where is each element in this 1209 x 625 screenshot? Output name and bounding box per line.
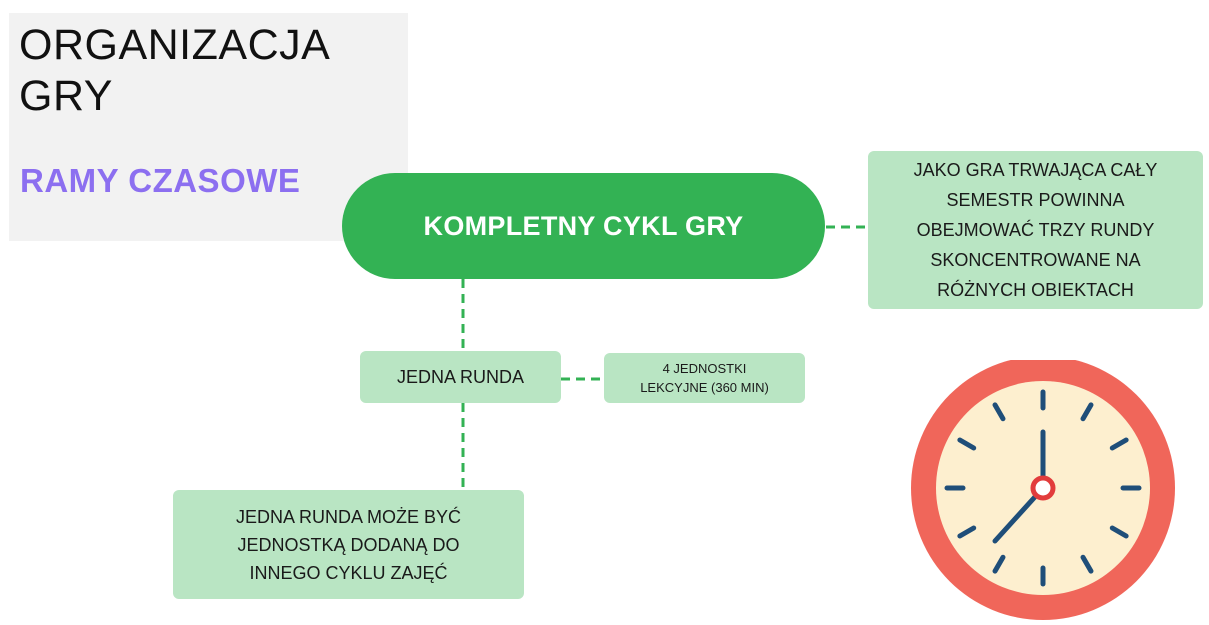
clock-center (1030, 475, 1056, 501)
clock-tick (1080, 402, 1094, 422)
clock-tick (1080, 554, 1094, 574)
page-subtitle: RAMY CZASOWE (20, 162, 301, 199)
note-line: RÓŻNYCH OBIEKTACH (937, 280, 1134, 300)
clock-tick (957, 437, 977, 451)
clock-tick (992, 402, 1006, 422)
clock-icon (911, 360, 1175, 620)
clock-tick (1109, 525, 1129, 539)
units-line: LEKCYJNE (360 MIN) (640, 380, 769, 395)
title-line-1: ORGANIZACJA (19, 21, 331, 69)
clock-ticks (944, 389, 1142, 587)
semester-note-box: JAKO GRA TRWAJĄCA CAŁY SEMESTR POWINNA O… (868, 151, 1203, 309)
clock-tick (957, 525, 977, 539)
note-line: OBEJMOWAĆ TRZY RUNDY (916, 220, 1155, 240)
units-line: 4 JEDNOSTKI (662, 361, 747, 376)
round-note-box: JEDNA RUNDA MOŻE BYĆ JEDNOSTKĄ DODANĄ DO… (173, 490, 524, 599)
title-line-2: GRY (19, 72, 113, 120)
title-panel (9, 13, 408, 241)
page-title: ORGANIZACJA GRY (19, 20, 330, 122)
note-line: SKONCENTROWANE NA (930, 250, 1141, 270)
note-line: JEDNOSTKĄ DODANĄ DO (237, 534, 460, 555)
note-line: JEDNA RUNDA MOŻE BYĆ (235, 506, 462, 527)
note-line: SEMESTR POWINNA (946, 190, 1125, 210)
main-node: KOMPLETNY CYKL GRY (342, 173, 825, 279)
units-node: 4 JEDNOSTKI LEKCYJNE (360 MIN) (604, 353, 805, 403)
note-line: INNEGO CYKLU ZAJĘĆ (249, 562, 448, 583)
clock-tick (1109, 437, 1129, 451)
round-node: JEDNA RUNDA (360, 351, 561, 403)
clock-tick (992, 554, 1006, 574)
note-line: JAKO GRA TRWAJĄCA CAŁY (913, 160, 1158, 180)
